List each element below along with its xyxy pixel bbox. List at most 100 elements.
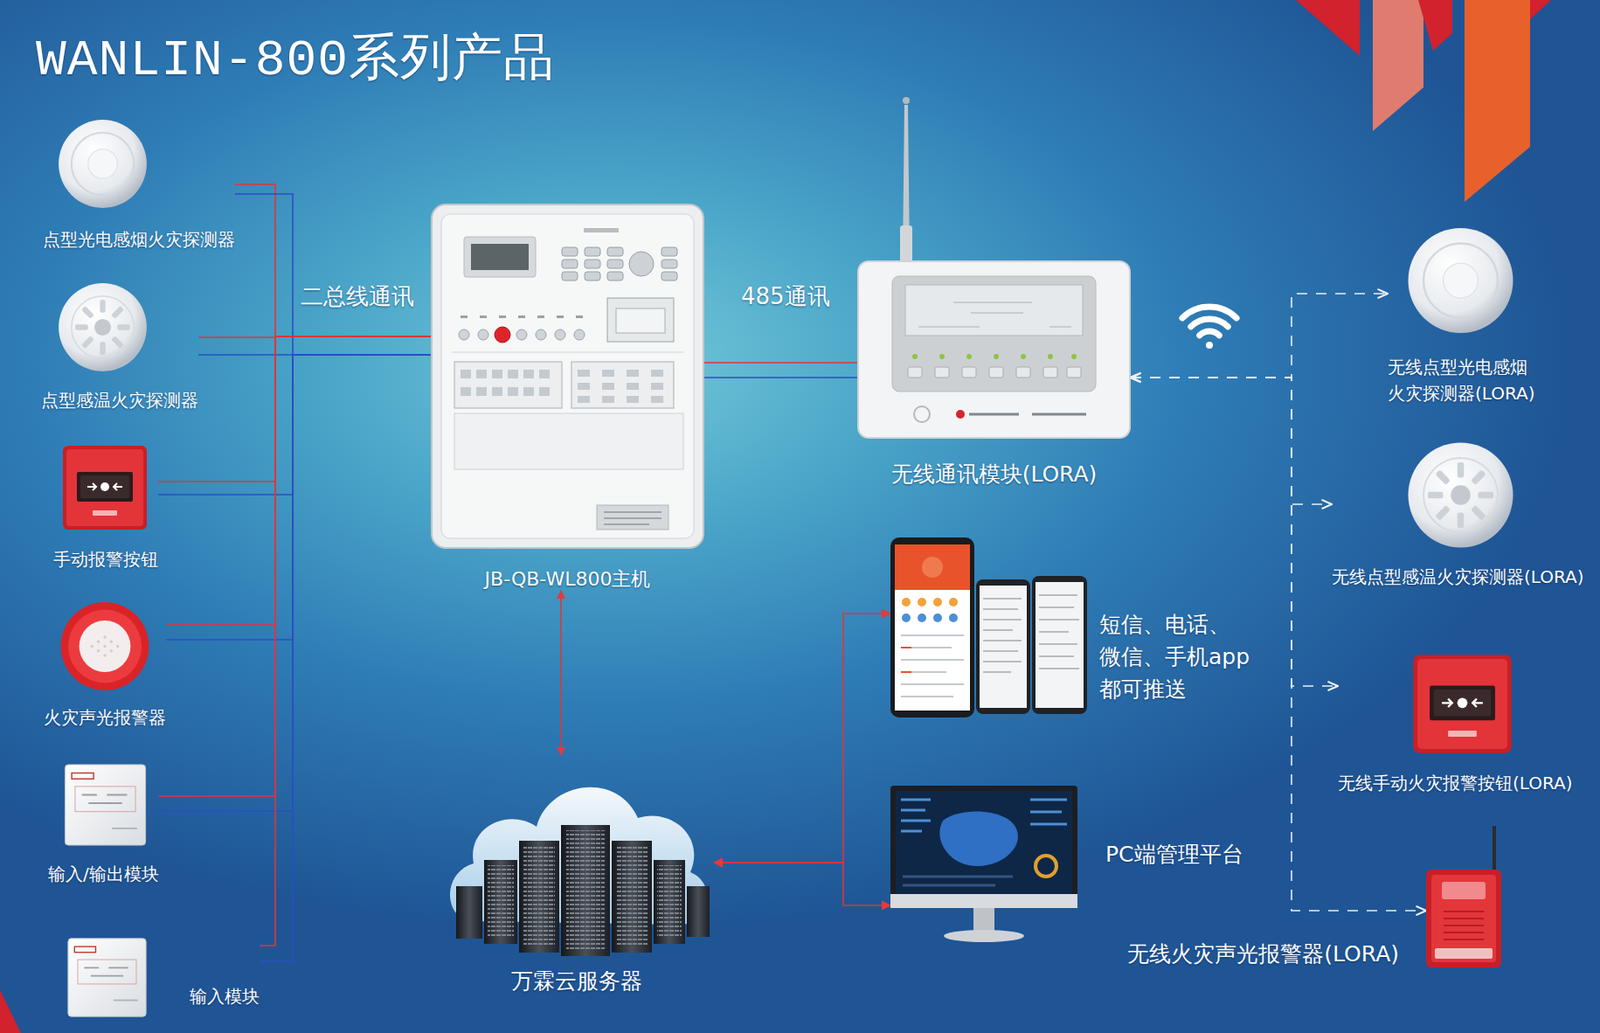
device-shape <box>890 537 1088 718</box>
device-label: JB-QB-WL800主机 <box>484 567 652 591</box>
bus-label: 二总线通讯 <box>300 282 415 311</box>
device-picture <box>1406 224 1516 337</box>
connector-line <box>704 361 858 364</box>
connector <box>159 336 431 811</box>
device-node: 输入/输出模块 <box>48 762 160 885</box>
corner-stripe <box>1372 0 1424 132</box>
connector-line <box>235 184 431 337</box>
page-title: WANLIN-800系列产品 <box>35 30 555 92</box>
connector <box>1130 377 1338 686</box>
connector-line <box>166 336 431 625</box>
connector-line <box>259 354 431 962</box>
device-label: 点型感温火灾探测器 <box>41 389 199 411</box>
text-slot: 二总线通讯 <box>300 282 415 311</box>
device-picture <box>890 537 1088 718</box>
connector <box>259 336 431 962</box>
device-label: 无线点型光电感烟 火灾探测器(LORA) <box>1387 353 1545 407</box>
device-shape <box>431 204 704 548</box>
corner-stripe <box>1295 0 1360 56</box>
connector <box>713 862 891 906</box>
corner-triangle <box>0 990 21 1033</box>
connector-line <box>159 354 431 811</box>
device-shape <box>1408 228 1514 333</box>
device-picture <box>857 260 1131 439</box>
device-label: 输入/输出模块 <box>48 863 160 885</box>
connector-line <box>1130 293 1388 378</box>
device-node: 输入模块 <box>66 936 260 1019</box>
device-shape <box>58 283 147 372</box>
device-shape <box>58 119 147 208</box>
device-shape <box>450 787 710 956</box>
text-slot: 无线火灾声光报警器(LORA) <box>1127 941 1400 968</box>
device-picture <box>1426 824 1509 970</box>
device-picture <box>890 785 1078 944</box>
connector <box>1130 293 1388 378</box>
device-label: 输入模块 <box>189 985 260 1007</box>
connector <box>166 336 431 640</box>
device-label: 火灾声光报警器 <box>43 706 167 728</box>
device-picture <box>1406 438 1516 552</box>
connector-line <box>259 336 431 946</box>
device-picture <box>56 281 149 374</box>
device-node: 火灾声光报警器 <box>43 600 167 728</box>
device-label: 手动报警按钮 <box>53 548 159 570</box>
device-node: 无线手动火灾报警按钮(LORA) <box>1337 652 1573 794</box>
device-node: 点型感温火灾探测器 <box>41 281 199 411</box>
device-label: 无线火灾声光报警器(LORA) <box>1127 941 1400 968</box>
connector-line <box>235 193 431 355</box>
device-picture <box>58 600 152 693</box>
device-picture <box>62 762 148 847</box>
device-shape <box>1412 654 1511 753</box>
connector-line <box>158 354 431 495</box>
device-picture <box>56 117 149 210</box>
antenna <box>900 96 913 263</box>
device-picture <box>1411 652 1514 755</box>
device-shape <box>68 938 146 1017</box>
connector-line <box>560 590 562 755</box>
device-node: JB-QB-WL800主机 <box>430 203 705 591</box>
connector <box>1130 377 1332 505</box>
connector <box>158 336 431 495</box>
device-node: 短信、电话、 微信、手机app 都可推送 <box>890 537 1255 718</box>
connector <box>561 590 562 755</box>
device-shape <box>64 764 146 846</box>
device-picture <box>438 754 714 960</box>
connector-line <box>1130 377 1338 686</box>
device-node: PC端管理平台 <box>890 785 1244 944</box>
corner-stripe <box>1418 0 1453 51</box>
device-label: 短信、电话、 微信、手机app 都可推送 <box>1099 608 1255 706</box>
device-node: 无线火灾声光报警器(LORA) <box>1426 824 1509 970</box>
device-label: 万霖云服务器 <box>511 968 643 995</box>
device-shape <box>1408 443 1514 548</box>
device-picture <box>66 936 148 1019</box>
device-shape <box>1426 825 1502 968</box>
device-label: 无线通讯模块(LORA) <box>891 461 1098 488</box>
device-node: 万霖云服务器 <box>438 754 714 995</box>
connector <box>713 613 891 863</box>
corner-stripe <box>1530 0 1552 20</box>
device-shape <box>61 602 150 691</box>
connector-line <box>158 336 431 482</box>
device-picture <box>61 443 149 532</box>
connector-line <box>159 336 431 797</box>
connector-line <box>713 862 891 906</box>
device-node: 点型光电感烟火灾探测器 <box>42 117 236 250</box>
device-label: 无线点型感温火灾探测器(LORA) <box>1331 566 1585 588</box>
device-node: 手动报警按钮 <box>53 443 159 570</box>
text-slot: 485通讯 <box>741 282 831 311</box>
device-shape <box>890 785 1078 942</box>
device-shape <box>858 261 1130 438</box>
edge-label: 485通讯 <box>741 282 831 311</box>
connector <box>198 336 431 355</box>
connector <box>235 184 431 355</box>
wifi-icon <box>1182 306 1237 349</box>
device-node: 无线点型光电感烟 火灾探测器(LORA) <box>1387 224 1545 407</box>
connector-line <box>1130 377 1332 505</box>
text-slot: WANLIN-800系列产品 <box>35 30 555 92</box>
device-picture <box>430 203 705 549</box>
corner-stripe <box>1464 0 1531 202</box>
device-label: 点型光电感烟火灾探测器 <box>42 228 236 250</box>
